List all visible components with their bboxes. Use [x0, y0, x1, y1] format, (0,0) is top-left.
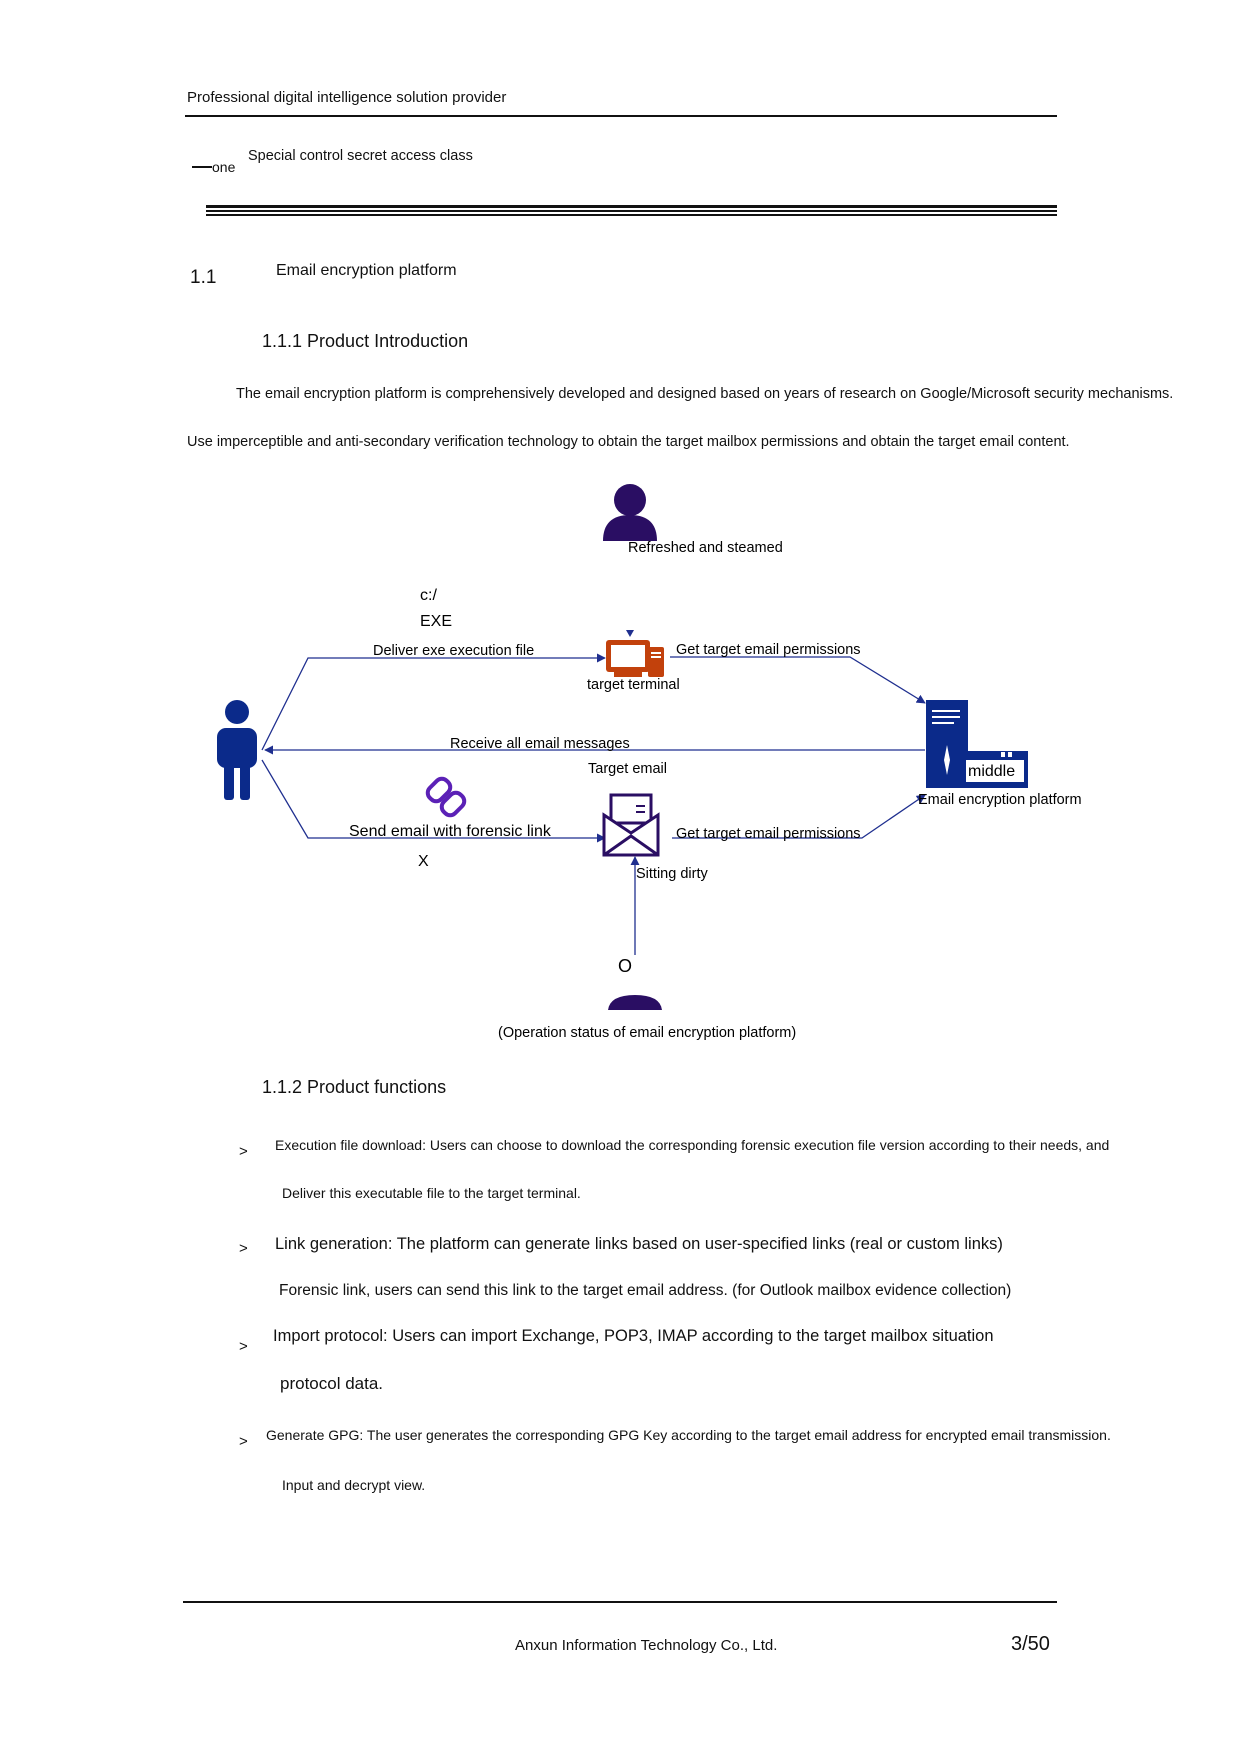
bullet-marker-2: >	[239, 1240, 248, 1257]
connector-lines	[261, 653, 926, 955]
o-mark: O	[618, 956, 632, 976]
footer-rule	[183, 1601, 1057, 1603]
get-permissions-top-label: Get target email permissions	[676, 642, 861, 658]
section-title: Email encryption platform	[276, 262, 457, 279]
server-badge-label: middle	[968, 763, 1015, 780]
envelope-icon	[602, 793, 660, 857]
intro-heading: 1.1.1 Product Introduction	[262, 331, 469, 351]
server-icon	[926, 700, 1028, 788]
chapter-title: Special control secret access class	[248, 148, 473, 164]
operation-diagram: Refreshed and steamed c:/ EXE Deliver ex…	[217, 484, 1082, 1041]
running-header: Professional digital intelligence soluti…	[187, 89, 507, 106]
deliver-arrow	[261, 653, 606, 751]
terminal-label: target terminal	[587, 677, 680, 693]
computer-icon	[606, 630, 664, 677]
target-email-label: Target email	[588, 761, 667, 777]
send-link-label: Send email with forensic link	[349, 823, 552, 840]
bullet-marker-4: >	[239, 1433, 248, 1450]
function-2-line-1: Link generation: The platform can genera…	[275, 1235, 1003, 1253]
send-link-arrow	[261, 759, 606, 843]
permissions-bottom-arrow	[672, 794, 926, 839]
header-rule	[185, 115, 1057, 117]
user-icon	[603, 484, 657, 541]
section-number: 1.1	[190, 267, 217, 288]
exe-path-label: c:/	[420, 587, 437, 604]
function-3-line-2: protocol data.	[280, 1374, 384, 1393]
function-4-line-1: Generate GPG: The user generates the cor…	[266, 1427, 1111, 1443]
functions-heading: 1.1.2 Product functions	[262, 1077, 447, 1097]
receive-label: Receive all email messages	[450, 736, 630, 752]
chapter-rule-thin	[206, 214, 1057, 216]
footer-company: Anxun Information Technology Co., Ltd.	[515, 1637, 778, 1654]
user-partial-icon	[608, 995, 662, 1010]
function-1-line-1: Execution file download: Users can choos…	[275, 1137, 1110, 1153]
deliver-label: Deliver exe execution file	[373, 643, 534, 659]
chapter-rule-thick	[206, 205, 1057, 208]
sitting-label: Sitting dirty	[636, 866, 708, 882]
page-number: 3/50	[1011, 1633, 1050, 1655]
chapter-marker: one	[212, 159, 236, 175]
link-icon	[425, 776, 467, 818]
function-1-line-2: Deliver this executable file to the targ…	[282, 1185, 581, 1201]
intro-paragraph-2: Use imperceptible and anti-secondary ver…	[187, 434, 1070, 450]
intro-paragraph-1: The email encryption platform is compreh…	[236, 386, 1174, 402]
chapter-rule-mid	[206, 210, 1057, 212]
bullet-marker-3: >	[239, 1338, 248, 1355]
function-4-line-2: Input and decrypt view.	[282, 1477, 426, 1493]
function-2-line-2: Forensic link, users can send this link …	[279, 1282, 1012, 1299]
permissions-top-arrow	[670, 656, 926, 704]
top-person-label: Refreshed and steamed	[628, 540, 783, 556]
get-permissions-bottom-label: Get target email permissions	[676, 826, 861, 842]
exe-type-label: EXE	[420, 613, 452, 630]
person-icon	[217, 700, 257, 800]
function-3-line-1: Import protocol: Users can import Exchan…	[273, 1327, 994, 1345]
chapter-dash	[192, 166, 212, 168]
x-mark: X	[418, 853, 429, 870]
platform-label: Email encryption platform	[918, 792, 1082, 808]
bullet-marker-1: >	[239, 1143, 248, 1160]
diagram-caption: (Operation status of email encryption pl…	[498, 1025, 796, 1041]
